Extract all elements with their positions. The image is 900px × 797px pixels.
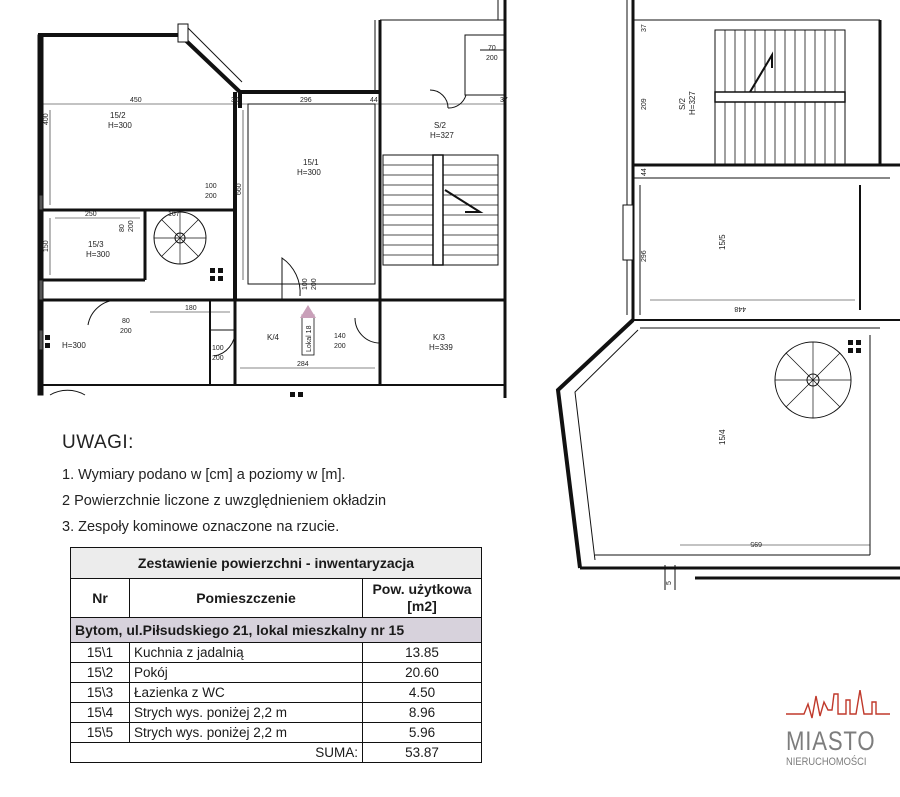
cell-room: Pokój	[129, 662, 363, 683]
label-h-15-3: H=300	[86, 250, 110, 259]
label-room-15-3: 15/3	[88, 240, 104, 249]
dim-200a: 200	[486, 55, 498, 62]
dim-5-right: 5	[666, 581, 673, 585]
dim-296: 296	[300, 97, 312, 104]
notes-block: UWAGI: 1. Wymiary podano w [cm] a poziom…	[62, 432, 502, 540]
dim-180: 180	[185, 305, 197, 312]
dim-695-right: 695	[750, 540, 762, 547]
label-room-k4: K/4	[267, 333, 280, 342]
cell-room: Kuchnia z jadalnią	[129, 642, 363, 663]
header-room: Pomieszczenie	[129, 578, 363, 618]
dim-80b: 80	[122, 318, 130, 325]
cell-nr: 15\2	[70, 662, 130, 683]
note-line-3: 3. Zespoły kominowe oznaczone na rzucie.	[62, 519, 340, 535]
dim-167: 167	[168, 211, 180, 218]
label-h-s2-right: H=327	[688, 91, 697, 115]
area-table: Zestawienie powierzchni - inwentaryzacja…	[70, 547, 482, 763]
floor-plan-right: S/2 H=327 15/5 15/4 37 209 44 296 448 69…	[555, 0, 900, 590]
table-title: Zestawienie powierzchni - inwentaryzacja	[70, 547, 482, 579]
logo-sub-text: NIERUCHOMOŚCI	[786, 756, 867, 768]
table-sum-row: SUMA: 53.87	[70, 742, 482, 763]
dim-140: 140	[334, 333, 346, 340]
dim-70: 70	[488, 45, 496, 52]
label-room-15-5: 15/5	[718, 234, 727, 250]
cell-nr: 15\4	[70, 702, 130, 723]
dim-400: 400	[43, 113, 50, 125]
dim-660: 660	[236, 183, 243, 195]
floor-plan-left: 15/2 H=300 15/1 H=300 15/3 H=300 S/2 H=3…	[37, 0, 508, 398]
cell-area: 13.85	[362, 642, 482, 663]
header-area: Pow. użytkowa [m2]	[362, 578, 482, 618]
logo-main-text: MIASTO	[786, 726, 876, 756]
cell-room: Strych wys. poniżej 2,2 m	[129, 702, 363, 723]
dim-296-right: 296	[641, 250, 648, 262]
label-h-15-2: H=300	[108, 121, 132, 130]
dim-100a: 100	[205, 183, 217, 190]
table-row: 15\4 Strych wys. poniżej 2,2 m 8.96	[70, 702, 482, 723]
dim-150: 150	[43, 240, 50, 252]
label-h-15-1: H=300	[297, 168, 321, 177]
label-h-bottom-left: H=300	[62, 341, 86, 350]
table-row: 15\2 Pokój 20.60	[70, 662, 482, 683]
table-row: 15\1 Kuchnia z jadalnią 13.85	[70, 642, 482, 663]
dim-200d: 200	[311, 278, 318, 290]
notes-title: UWAGI:	[62, 432, 134, 453]
dim-44: 44	[370, 97, 378, 104]
label-room-15-4: 15/4	[718, 429, 727, 445]
cell-area: 20.60	[362, 662, 482, 683]
label-h-s2: H=327	[430, 131, 454, 140]
cell-room: Strych wys. poniżej 2,2 m	[129, 722, 363, 743]
dim-448-right: 448	[734, 305, 746, 312]
dim-37-right: 37	[641, 24, 648, 32]
note-line-2: 2 Powierzchnie liczone z uwzględnieniem …	[62, 493, 387, 509]
dim-200b: 200	[205, 193, 217, 200]
header-nr: Nr	[70, 578, 130, 618]
sum-value: 53.87	[362, 742, 482, 763]
sum-label: SUMA:	[129, 742, 363, 763]
cell-area: 4.50	[362, 682, 482, 703]
dim-284: 284	[297, 361, 309, 368]
table-row: 15\5 Strych wys. poniżej 2,2 m 5.96	[70, 722, 482, 743]
label-h-k3: H=339	[429, 343, 453, 352]
label-room-15-2: 15/2	[110, 111, 126, 120]
dim-100c: 100	[212, 345, 224, 352]
dim-30: 30	[231, 97, 239, 104]
table-row: 15\3 Łazienka z WC 4.50	[70, 682, 482, 703]
logo-skyline-icon	[786, 689, 890, 719]
dim-44-right: 44	[641, 168, 648, 176]
cell-nr: 15\3	[70, 682, 130, 703]
dim-200g: 200	[334, 343, 346, 350]
label-lokal: Lokal 18	[306, 325, 313, 352]
cell-area: 5.96	[362, 722, 482, 743]
logo: MIASTO NIERUCHOMOŚCI	[786, 689, 890, 768]
cell-nr: 15\1	[70, 642, 130, 663]
table-group-row: Bytom, ul.Piłsudskiego 21, lokal mieszka…	[70, 617, 482, 643]
cell-room: Łazienka z WC	[129, 682, 363, 703]
dim-450: 450	[130, 97, 142, 104]
dim-200c: 200	[128, 220, 135, 232]
dim-250: 250	[85, 211, 97, 218]
label-room-s2: S/2	[434, 121, 447, 130]
label-room-s2-right: S/2	[678, 97, 687, 110]
note-line-1: 1. Wymiary podano w [cm] a poziomy w [m]…	[62, 467, 346, 483]
dim-100b: 100	[302, 278, 309, 290]
label-room-k3: K/3	[433, 333, 446, 342]
dim-37: 37	[500, 97, 508, 104]
dim-209-right: 209	[641, 98, 648, 110]
cell-area: 8.96	[362, 702, 482, 723]
cell-nr: 15\5	[70, 722, 130, 743]
dim-80a: 80	[119, 224, 126, 232]
label-room-15-1: 15/1	[303, 158, 319, 167]
dim-200f: 200	[212, 355, 224, 362]
dim-200e: 200	[120, 328, 132, 335]
